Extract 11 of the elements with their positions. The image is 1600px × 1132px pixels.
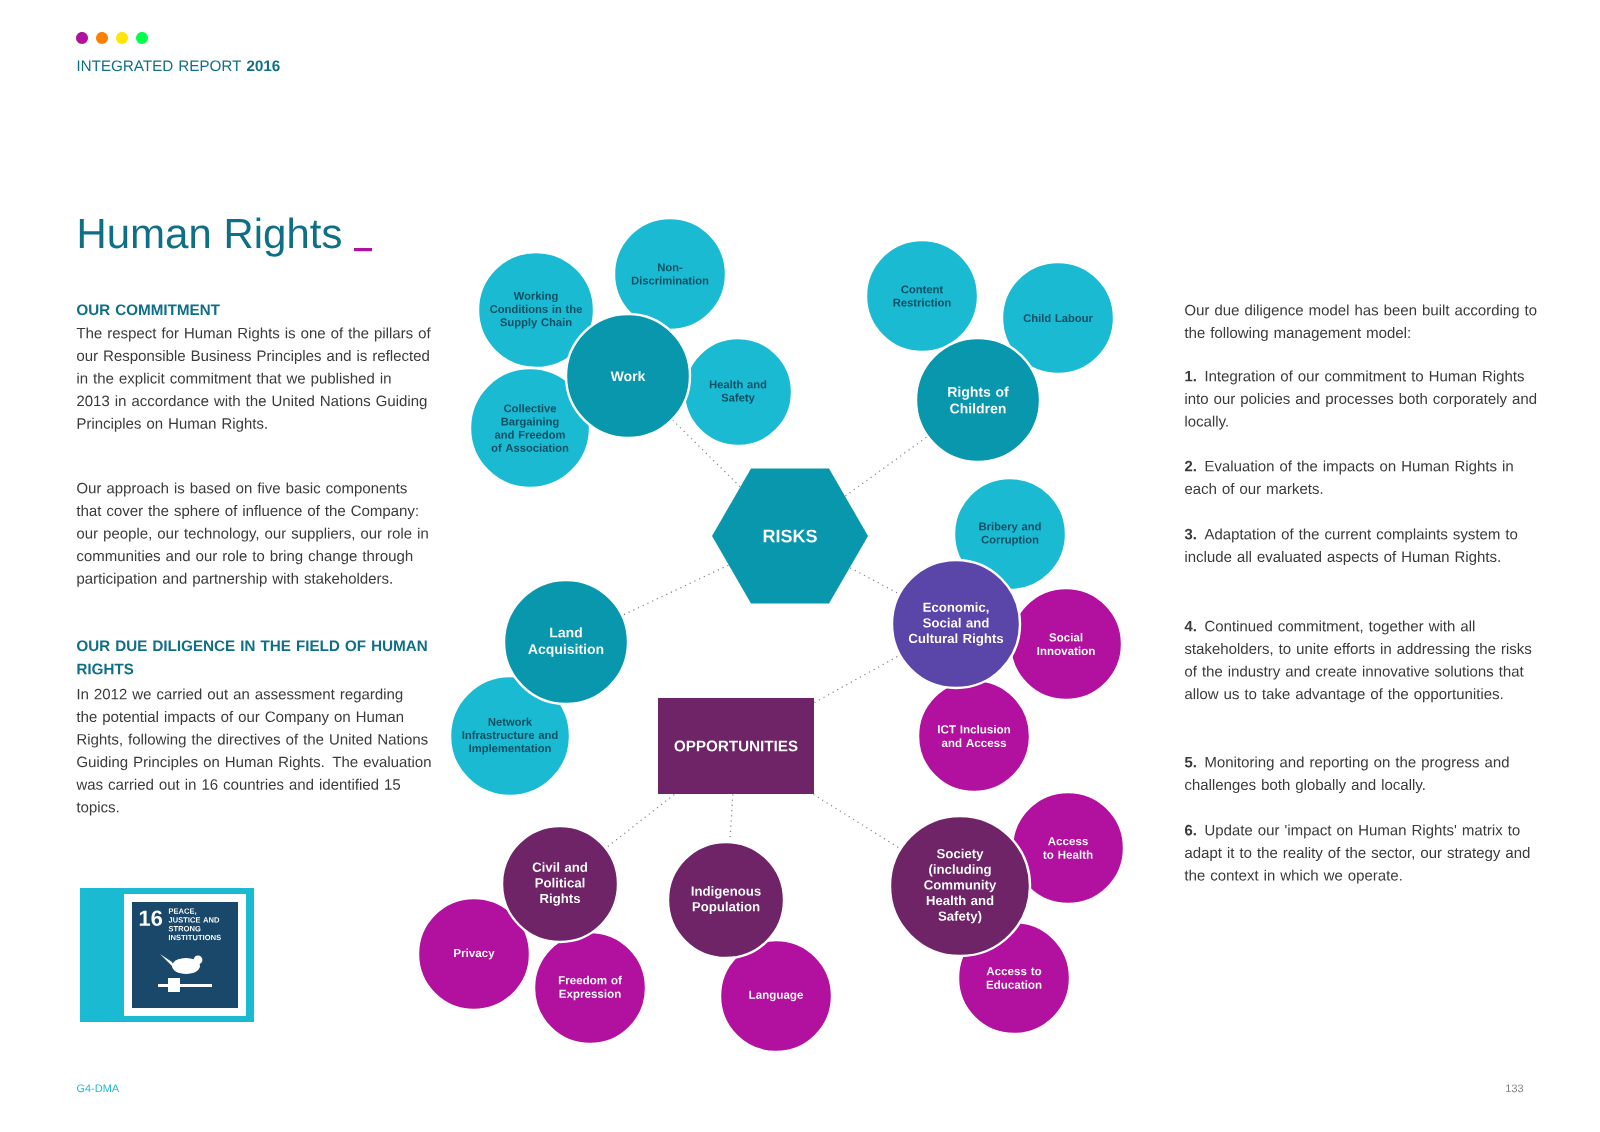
page-title: Human Rights <box>79 217 341 257</box>
connector-line <box>812 793 901 849</box>
risk-hexagon: RISKS <box>712 468 868 604</box>
goal-number: 16 <box>139 910 163 926</box>
connector-line <box>622 564 729 616</box>
connector-line <box>672 419 741 488</box>
connector-line <box>844 436 928 497</box>
connector-line <box>729 793 734 842</box>
connector-line <box>849 567 899 595</box>
connector-line <box>606 793 675 849</box>
connector-line <box>813 655 900 704</box>
